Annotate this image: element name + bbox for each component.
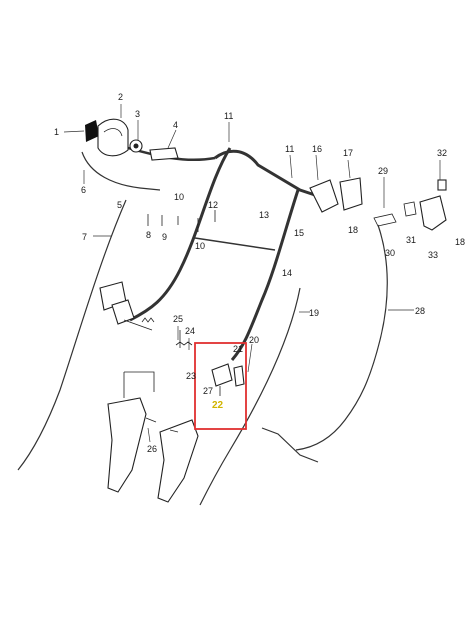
- callout-30: 30: [385, 248, 395, 258]
- bracket-icon: [149, 147, 179, 161]
- callout-1: 1: [54, 127, 59, 137]
- callout-2: 2: [118, 92, 123, 102]
- cable-icon: [295, 224, 388, 451]
- cable-icon: [261, 427, 319, 463]
- leader-lines: [63, 104, 441, 443]
- callout-22-highlighted: 22: [212, 400, 224, 411]
- cable-icon: [81, 151, 161, 191]
- callout-14: 14: [282, 268, 292, 278]
- callout-18-center: 18: [348, 225, 358, 235]
- callout-labels: 1 2 3 4 5 6 7 8 9 10 11 12 13 14 15 16 1…: [54, 92, 465, 454]
- callout-18-right: 18: [455, 237, 465, 247]
- callout-31: 31: [406, 235, 416, 245]
- callout-20: 20: [249, 335, 259, 345]
- bracket-icon: [107, 371, 199, 503]
- knob-icon: [129, 139, 143, 153]
- bracket-icon: [309, 177, 447, 231]
- callout-28: 28: [415, 306, 425, 316]
- screw-icon: [147, 210, 216, 232]
- callout-32: 32: [437, 148, 447, 158]
- lever-icon: [211, 363, 245, 396]
- callout-7: 7: [82, 232, 87, 242]
- handle-grip-icon: [85, 118, 129, 157]
- callout-12: 12: [208, 200, 218, 210]
- callout-23: 23: [186, 371, 196, 381]
- callout-6: 6: [81, 185, 86, 195]
- callout-27: 27: [203, 386, 213, 396]
- callout-5: 5: [117, 200, 122, 210]
- bracket-icon: [99, 281, 155, 331]
- callout-24: 24: [185, 326, 195, 336]
- cable-icon: [17, 199, 127, 471]
- callout-17: 17: [343, 148, 353, 158]
- callout-10-lower: 10: [195, 241, 205, 251]
- callout-15: 15: [294, 228, 304, 238]
- callout-26: 26: [147, 444, 157, 454]
- callout-8: 8: [146, 230, 151, 240]
- cable-icon: [199, 287, 301, 506]
- callout-25: 25: [173, 314, 183, 324]
- callout-16: 16: [312, 144, 322, 154]
- callout-19: 19: [309, 308, 319, 318]
- highlight-box: [194, 342, 247, 430]
- callout-33: 33: [428, 250, 438, 260]
- callout-3: 3: [135, 109, 140, 119]
- callout-11-left: 11: [224, 111, 233, 121]
- callout-4: 4: [173, 120, 178, 130]
- callout-9: 9: [162, 232, 167, 242]
- callout-10-upper: 10: [174, 192, 184, 202]
- callout-13: 13: [259, 210, 269, 220]
- handle-frame: [104, 140, 331, 361]
- callout-21: 21: [233, 344, 243, 354]
- callout-29: 29: [378, 166, 388, 176]
- callout-11-right: 11: [285, 144, 294, 154]
